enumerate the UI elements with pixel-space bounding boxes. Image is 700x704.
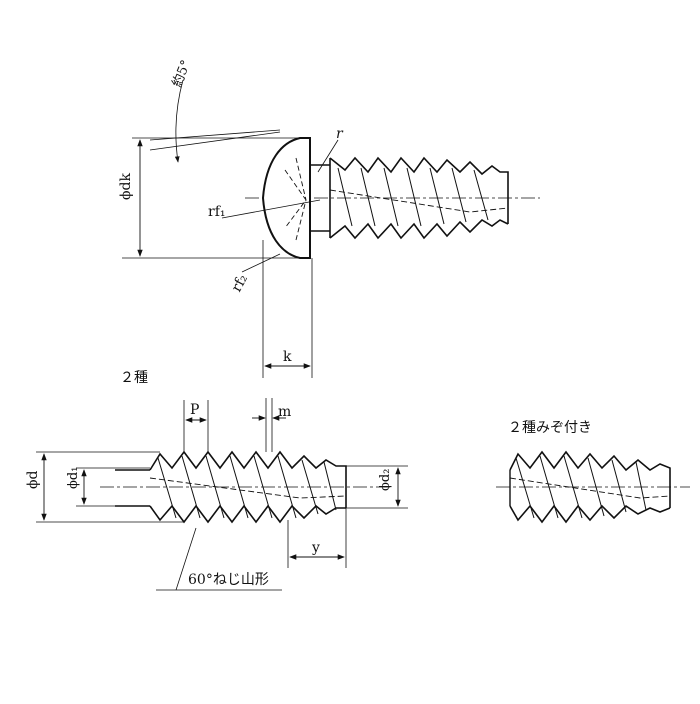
m-label: m xyxy=(278,404,291,420)
phi-d2-label: ϕd₂ xyxy=(378,469,393,491)
k-label: k xyxy=(283,349,292,365)
type2-thread-view xyxy=(36,398,408,591)
phi-d1-label: ϕd₁ xyxy=(66,467,81,489)
type2-title: ２種 xyxy=(120,370,148,386)
phi-dk-label: ϕdk xyxy=(118,172,134,200)
phi-d-label: ϕd xyxy=(25,470,41,489)
type2-groove-view xyxy=(496,450,690,524)
thread-top-profile xyxy=(149,450,347,508)
r-label: r xyxy=(336,126,344,142)
rf2-label: rf₂ xyxy=(229,272,251,295)
p-label: P xyxy=(190,402,199,418)
top-thread-body xyxy=(310,156,509,240)
y-label: y xyxy=(311,540,320,556)
thread-bottom-profile xyxy=(149,504,346,524)
type2-groove-title: ２種みぞ付き xyxy=(508,420,592,436)
rf1-label: rf₁ xyxy=(208,204,226,220)
thread-profile-leader xyxy=(156,527,282,591)
thread-profile-label: 60°ねじ山形 xyxy=(188,572,269,588)
recess-hidden-line xyxy=(284,157,307,241)
angle-arc xyxy=(174,79,184,163)
head-screw-view xyxy=(122,79,540,378)
screw-head xyxy=(261,137,311,259)
angle-note-label: 約5° xyxy=(170,58,194,89)
